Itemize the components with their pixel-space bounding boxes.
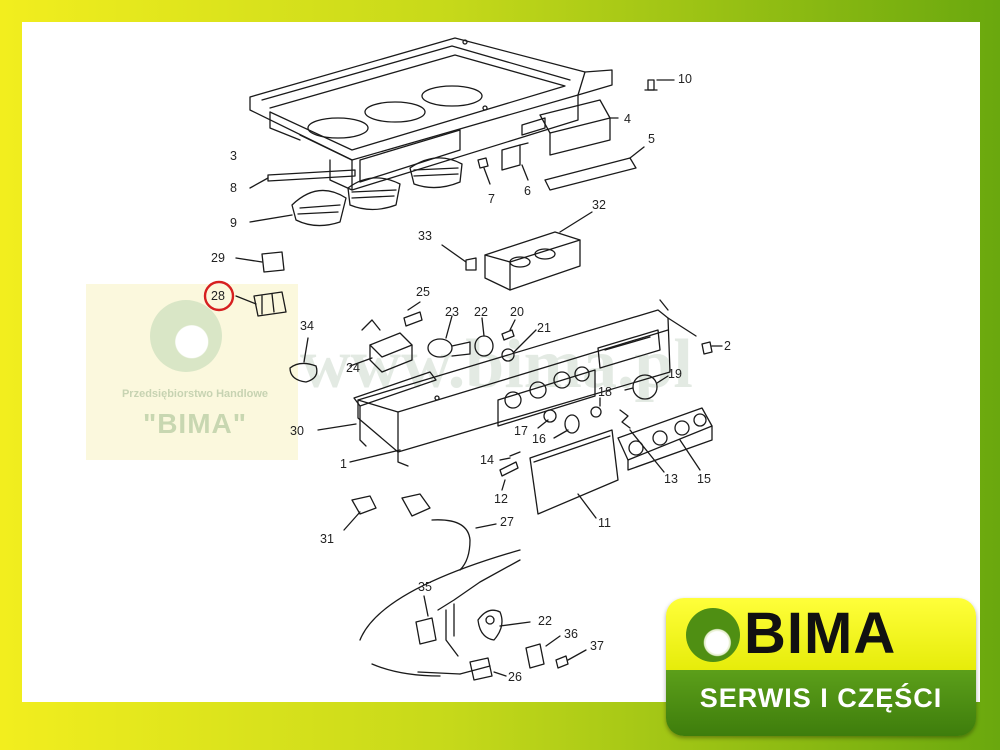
part-number-label: 24 bbox=[346, 361, 360, 375]
part-31-clip bbox=[343, 495, 377, 531]
part-22-knob bbox=[474, 317, 494, 357]
part-32-box bbox=[484, 211, 593, 291]
logo-brand-text: BIMA bbox=[744, 601, 897, 666]
part-1-console bbox=[349, 299, 697, 467]
part-number-label: 15 bbox=[697, 472, 711, 486]
part-number-label: 32 bbox=[592, 198, 606, 212]
logo-tagline: SERWIS I CZĘŚCI bbox=[699, 683, 943, 713]
part-8-rod bbox=[249, 169, 356, 189]
lower-linkage bbox=[359, 549, 521, 677]
part-16-17-18-knobs bbox=[537, 397, 602, 439]
part-number-label: 1 bbox=[340, 457, 347, 471]
part-number-label: 35 bbox=[418, 580, 432, 594]
part-37-screw bbox=[555, 649, 587, 669]
part-number-label: 3 bbox=[230, 149, 237, 163]
part-number-label: 5 bbox=[648, 132, 655, 146]
part-35-bracket bbox=[415, 595, 437, 645]
part-number-label: 26 bbox=[508, 670, 522, 684]
part-27-cable bbox=[401, 493, 497, 571]
part-number-label: 8 bbox=[230, 181, 237, 195]
part-33-screw bbox=[441, 244, 477, 271]
part-2-screw bbox=[701, 341, 723, 355]
part-34-clip bbox=[289, 337, 318, 383]
part-number-label: 21 bbox=[537, 321, 551, 335]
part-number-label: 17 bbox=[514, 424, 528, 438]
watermark-logo-circle bbox=[150, 300, 222, 372]
part-number-label: 20 bbox=[510, 305, 524, 319]
logo-ball-icon bbox=[686, 608, 740, 662]
part-number-label: 2 bbox=[724, 339, 731, 353]
part-number-label: 9 bbox=[230, 216, 237, 230]
part-number-label: 22 bbox=[474, 305, 488, 319]
part-number-label: 6 bbox=[524, 184, 531, 198]
part-number-label: 31 bbox=[320, 532, 334, 546]
part-number-label: 18 bbox=[598, 385, 612, 399]
part-11-cover bbox=[529, 429, 619, 519]
part-number-label: 13 bbox=[664, 472, 678, 486]
part-number-label: 36 bbox=[564, 627, 578, 641]
part-number-label: 10 bbox=[678, 72, 692, 86]
watermark-company-line: Przedsiębiorstwo Handlowe bbox=[121, 388, 269, 400]
part-number-label: 33 bbox=[418, 229, 432, 243]
part-29-block bbox=[235, 251, 285, 273]
bima-logo: BIMA SERWIS I CZĘŚCI bbox=[666, 598, 976, 736]
part-number-label: 37 bbox=[590, 639, 604, 653]
highlight-circle bbox=[203, 280, 235, 312]
part-22-lower-rotary bbox=[477, 609, 531, 641]
part-12-14-pins bbox=[499, 451, 521, 491]
part-30-bezel bbox=[317, 371, 437, 447]
part-number-label: 4 bbox=[624, 112, 631, 126]
part-6-clip bbox=[501, 142, 529, 181]
part-number-label: 27 bbox=[500, 515, 514, 529]
logo-bottom-band bbox=[666, 670, 976, 736]
part-19-knob bbox=[624, 374, 669, 400]
watermark-company-name: "BIMA" bbox=[142, 408, 248, 439]
part-28-switch bbox=[203, 280, 287, 317]
part-number-label: 25 bbox=[416, 285, 430, 299]
part-4-bracket bbox=[521, 99, 619, 156]
part-number-label: 12 bbox=[494, 492, 508, 506]
part-number-label: 30 bbox=[290, 424, 304, 438]
part-number-label: 14 bbox=[480, 453, 494, 467]
part-number-label: 11 bbox=[598, 516, 611, 530]
part-3-upper-housing bbox=[249, 37, 613, 191]
part-number-label: 28 bbox=[211, 289, 225, 303]
part-24-switch bbox=[349, 319, 413, 373]
part-number-label: 22 bbox=[538, 614, 552, 628]
part-23-rotary bbox=[427, 315, 471, 358]
part-7-nut bbox=[477, 157, 491, 185]
part-10-screw bbox=[644, 79, 675, 91]
part-number-label: 7 bbox=[488, 192, 495, 206]
part-36-clip bbox=[525, 635, 561, 669]
part-number-label: 16 bbox=[532, 432, 546, 446]
part-number-label: 23 bbox=[445, 305, 459, 319]
part-number-label: 19 bbox=[668, 367, 682, 381]
part-number-label: 34 bbox=[300, 319, 314, 333]
part-9-vents bbox=[249, 157, 463, 227]
part-13-spring bbox=[619, 409, 665, 473]
part-25-stem bbox=[403, 301, 423, 327]
part-5-strip bbox=[544, 146, 645, 191]
part-20-21-small-parts bbox=[501, 319, 537, 362]
part-number-label: 29 bbox=[211, 251, 225, 265]
part-26-clip bbox=[469, 657, 507, 681]
part-15-panel bbox=[617, 407, 713, 471]
